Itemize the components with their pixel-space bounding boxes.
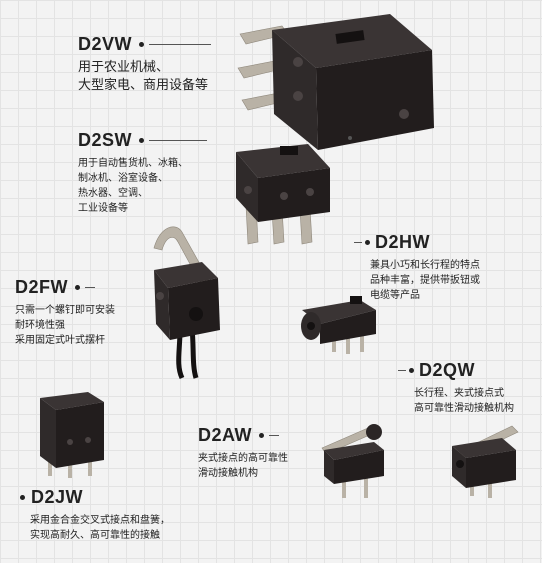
bullet-dot [75, 285, 80, 290]
model-name-d2fw: D2FW [15, 277, 115, 298]
model-name-d2sw: D2SW [78, 130, 208, 151]
model-name-d2qw: D2QW [398, 360, 514, 381]
d2hw-switch-image [301, 296, 376, 354]
desc-d2qw: 长行程、夹式接点式 高可靠性滑动接触机构 [414, 388, 514, 414]
d2aw-switch-image [321, 424, 384, 498]
desc-d2fw: 只需一个螺钉即可安装 耐环境性强 采用固定式叶式摆杆 [15, 305, 115, 346]
label-d2sw: D2SW 用于自动售货机、冰箱、 制冰机、浴室设备、 热水器、空调、 工业设备等 [78, 130, 208, 216]
label-d2fw: D2FW 只需一个螺钉即可安装 耐环境性强 采用固定式叶式摆杆 [15, 277, 115, 348]
d2jw-switch-image [40, 392, 104, 478]
desc-d2hw: 兼具小巧和长行程的特点 品种丰富，提供带扳钮或 电缆等产品 [370, 260, 480, 301]
desc-d2sw: 用于自动售货机、冰箱、 制冰机、浴室设备、 热水器、空调、 工业设备等 [78, 158, 188, 214]
leader-line [398, 370, 406, 371]
bullet-dot [259, 433, 265, 438]
label-d2jw: D2JW 采用金合金交叉式接点和盘簧， 实现高耐久、高可靠性的接触 [20, 487, 170, 543]
d2sw-switch-image [236, 144, 330, 245]
label-d2vw: D2VW 用于农业机械、 大型家电、商用设备等 [78, 34, 212, 95]
bullet-dot [365, 240, 370, 245]
leader-line [85, 287, 95, 288]
bullet-dot [139, 138, 145, 143]
leader-line [149, 44, 212, 45]
desc-d2vw: 用于农业机械、 大型家电、商用设备等 [78, 60, 209, 93]
model-name-d2vw: D2VW [78, 34, 212, 55]
leader-line [269, 435, 280, 436]
model-name-d2hw: D2HW [354, 232, 480, 253]
desc-d2aw: 夹式接点的高可靠性 滑动接触机构 [198, 453, 288, 479]
model-name-d2jw: D2JW [20, 487, 170, 508]
bullet-dot [409, 368, 414, 373]
bullet-dot [20, 495, 25, 500]
leader-line [354, 242, 362, 243]
bullet-dot [139, 42, 145, 47]
d2fw-switch-image [153, 226, 220, 380]
label-d2hw: D2HW 兼具小巧和长行程的特点 品种丰富，提供带扳钮或 电缆等产品 [354, 232, 480, 303]
d2vw-switch-image [237, 14, 434, 150]
label-d2aw: D2AW 夹式接点的高可靠性 滑动接触机构 [198, 425, 288, 481]
d2qw-switch-image [452, 425, 519, 498]
desc-d2jw: 采用金合金交叉式接点和盘簧， 实现高耐久、高可靠性的接触 [30, 515, 170, 541]
model-name-d2aw: D2AW [198, 425, 288, 446]
label-d2qw: D2QW 长行程、夹式接点式 高可靠性滑动接触机构 [398, 360, 514, 416]
leader-line [149, 140, 208, 141]
